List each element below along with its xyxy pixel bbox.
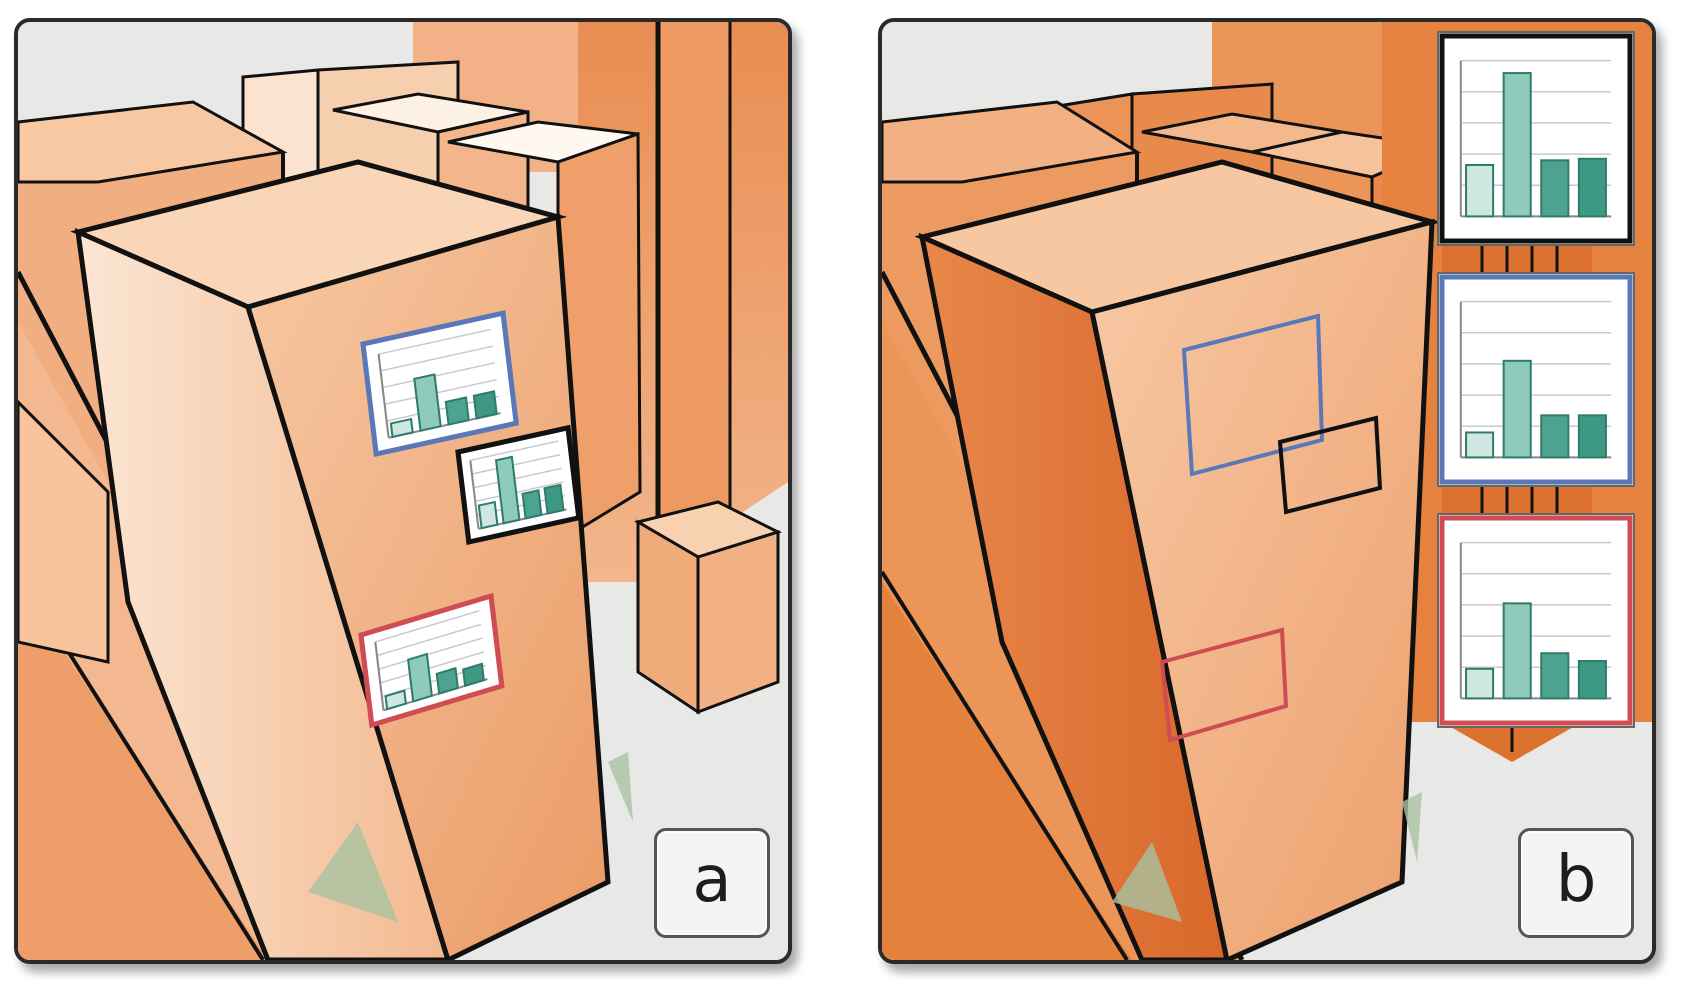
- side-chart[interactable]: [1437, 513, 1635, 728]
- chart-bar: [407, 652, 433, 703]
- embedded-charts: [358, 310, 582, 729]
- main-box-front-face: [244, 213, 611, 960]
- y-axis: [469, 460, 480, 529]
- chart-bar: [1502, 72, 1532, 218]
- y-axis: [377, 353, 390, 438]
- side-chart[interactable]: [1437, 31, 1635, 246]
- embedded-chart: [358, 592, 505, 729]
- gridline: [378, 637, 483, 671]
- label-outline: [1159, 627, 1289, 743]
- gridline: [378, 328, 491, 355]
- embedded-chart: [455, 424, 582, 546]
- chart-bar: [543, 483, 565, 515]
- chart-bar: [1540, 414, 1570, 459]
- chart-bar: [472, 390, 498, 420]
- chart-bar: [494, 455, 521, 525]
- panel-label: a: [692, 843, 732, 917]
- chart-bar: [1465, 667, 1495, 700]
- gridline: [384, 378, 497, 406]
- chart-bar: [1502, 359, 1532, 459]
- label-outline: [1277, 415, 1383, 515]
- gridline: [380, 345, 493, 372]
- gridline: [471, 453, 561, 475]
- panel-a: a: [14, 18, 792, 964]
- panel-b: b: [878, 18, 1656, 964]
- gridline: [376, 623, 482, 657]
- main-box-left-face: [74, 227, 451, 960]
- panel-label: b: [1555, 843, 1597, 917]
- panel-label-box: a: [654, 828, 770, 938]
- side-chart[interactable]: [1437, 272, 1635, 487]
- chart-bar: [1577, 157, 1607, 218]
- chart-bar: [1577, 660, 1607, 700]
- chart-bar: [413, 373, 442, 432]
- chart-bar: [1577, 414, 1607, 459]
- main-box-left-face: [918, 232, 1230, 960]
- chart-bar: [384, 689, 407, 711]
- label-outlines: [1159, 313, 1383, 743]
- side-charts: [1437, 31, 1635, 728]
- gridline: [380, 650, 485, 684]
- embedded-chart: [360, 310, 520, 458]
- chart-bar: [1540, 652, 1570, 700]
- panel-label-box: b: [1518, 828, 1634, 938]
- scene-b: [882, 22, 1652, 960]
- main-box-front-face: [1089, 218, 1435, 960]
- chart-bar: [444, 396, 470, 426]
- chart-bar: [521, 489, 543, 520]
- gridline: [382, 362, 495, 389]
- chart-bar: [477, 500, 499, 530]
- scene-a: [18, 22, 788, 960]
- gridline: [475, 481, 564, 503]
- chart-bar: [389, 417, 414, 439]
- label-outline: [1181, 313, 1325, 477]
- chart-bar: [1540, 159, 1570, 218]
- chart-bar: [462, 662, 485, 688]
- chart-bar: [1502, 602, 1532, 700]
- y-axis: [374, 641, 385, 711]
- chart-bar: [1465, 431, 1495, 459]
- gridline: [473, 467, 562, 489]
- chart-bar: [435, 666, 459, 695]
- gridline: [470, 440, 559, 462]
- gridline: [375, 609, 480, 643]
- chart-bar: [1465, 163, 1495, 218]
